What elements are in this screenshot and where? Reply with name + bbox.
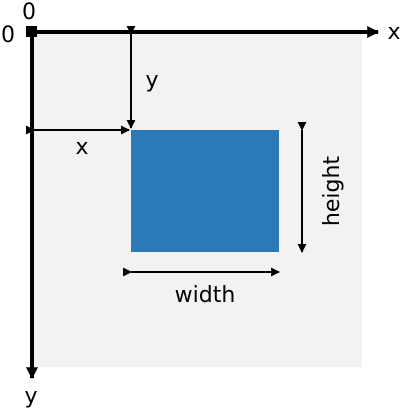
origin-y-label: 0	[1, 23, 15, 48]
blue-rectangle	[131, 130, 279, 252]
origin-marker	[26, 26, 37, 37]
width-label: width	[175, 283, 236, 308]
origin-x-label: 0	[22, 0, 36, 25]
y-offset-label: y	[145, 68, 158, 93]
x-offset-label: x	[75, 135, 88, 160]
y-axis-label: y	[24, 384, 37, 409]
height-label: height	[320, 156, 345, 226]
x-axis-label: x	[387, 20, 400, 45]
